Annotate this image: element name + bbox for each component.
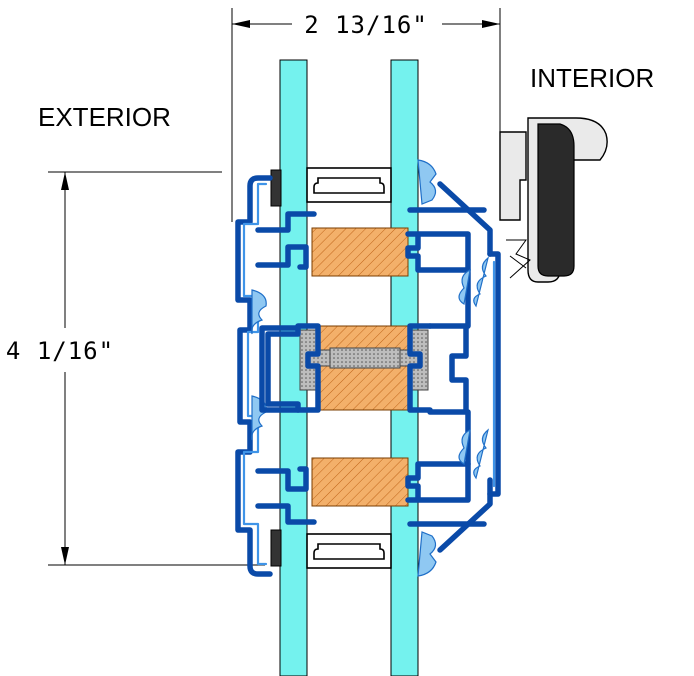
bottom-glass-spacer: [306, 533, 392, 569]
bottom-hook: [255, 466, 309, 492]
glazing-gasket-bottom: [270, 529, 282, 567]
mullion-right-leg: [407, 323, 433, 413]
glazing-gasket-top: [270, 169, 282, 207]
exterior-seal-upper: [251, 289, 267, 335]
center-mullion-profile: [259, 323, 469, 415]
mullion-left-leg: [295, 323, 321, 413]
arrowhead-bottom: [61, 547, 69, 565]
operator-handle: [499, 117, 608, 283]
interior-seal-upper: [473, 256, 490, 308]
interior-face: [487, 251, 501, 497]
spacer-inner: [313, 543, 385, 560]
height-dimension-text: 4 1/16": [6, 337, 114, 365]
top-lip: [255, 211, 317, 233]
thermal-break-bottom: [311, 457, 409, 507]
interior-label: INTERIOR: [530, 63, 654, 93]
width-dimension-text: 2 13/16": [304, 11, 428, 39]
interior-seal-lower: [473, 428, 490, 480]
width-dimension: 2 13/16": [231, 8, 501, 222]
interior-seal-small-upper: [458, 268, 471, 305]
arrowhead-right: [482, 20, 500, 28]
interior-bead-flange: [407, 207, 487, 527]
top-glass-spacer: [306, 167, 392, 203]
exterior-frame-profile: [235, 175, 317, 577]
exterior-frame-highlight: [242, 182, 268, 566]
interior-glazing-seal-top: [417, 159, 437, 205]
height-dimension: 4 1/16": [6, 171, 265, 566]
arrowhead-left: [232, 20, 250, 28]
interior-glazing-bead: [437, 181, 493, 553]
exterior-label: EXTERIOR: [38, 102, 171, 132]
interior-glazing-seal-bottom: [417, 531, 437, 577]
mullion-right-channel: [427, 323, 469, 415]
thermal-break-top: [311, 227, 409, 277]
interior-seal-small-lower: [458, 428, 471, 465]
mullion-left-channel: [259, 325, 301, 413]
interior-frame-profile: [405, 181, 501, 553]
mesh-core-bridge: [329, 347, 401, 369]
interior-top-box: [405, 231, 471, 273]
handle-mechanism-lines: [506, 239, 531, 279]
interior-bottom-box: [405, 461, 471, 503]
exterior-frame-outline: [235, 175, 273, 577]
top-hook: [255, 244, 309, 270]
handle-base: [499, 131, 527, 221]
handle-grip: [537, 123, 575, 277]
bottom-lip: [255, 503, 317, 525]
arrowhead-top: [61, 172, 69, 190]
spacer-inner: [313, 177, 385, 194]
